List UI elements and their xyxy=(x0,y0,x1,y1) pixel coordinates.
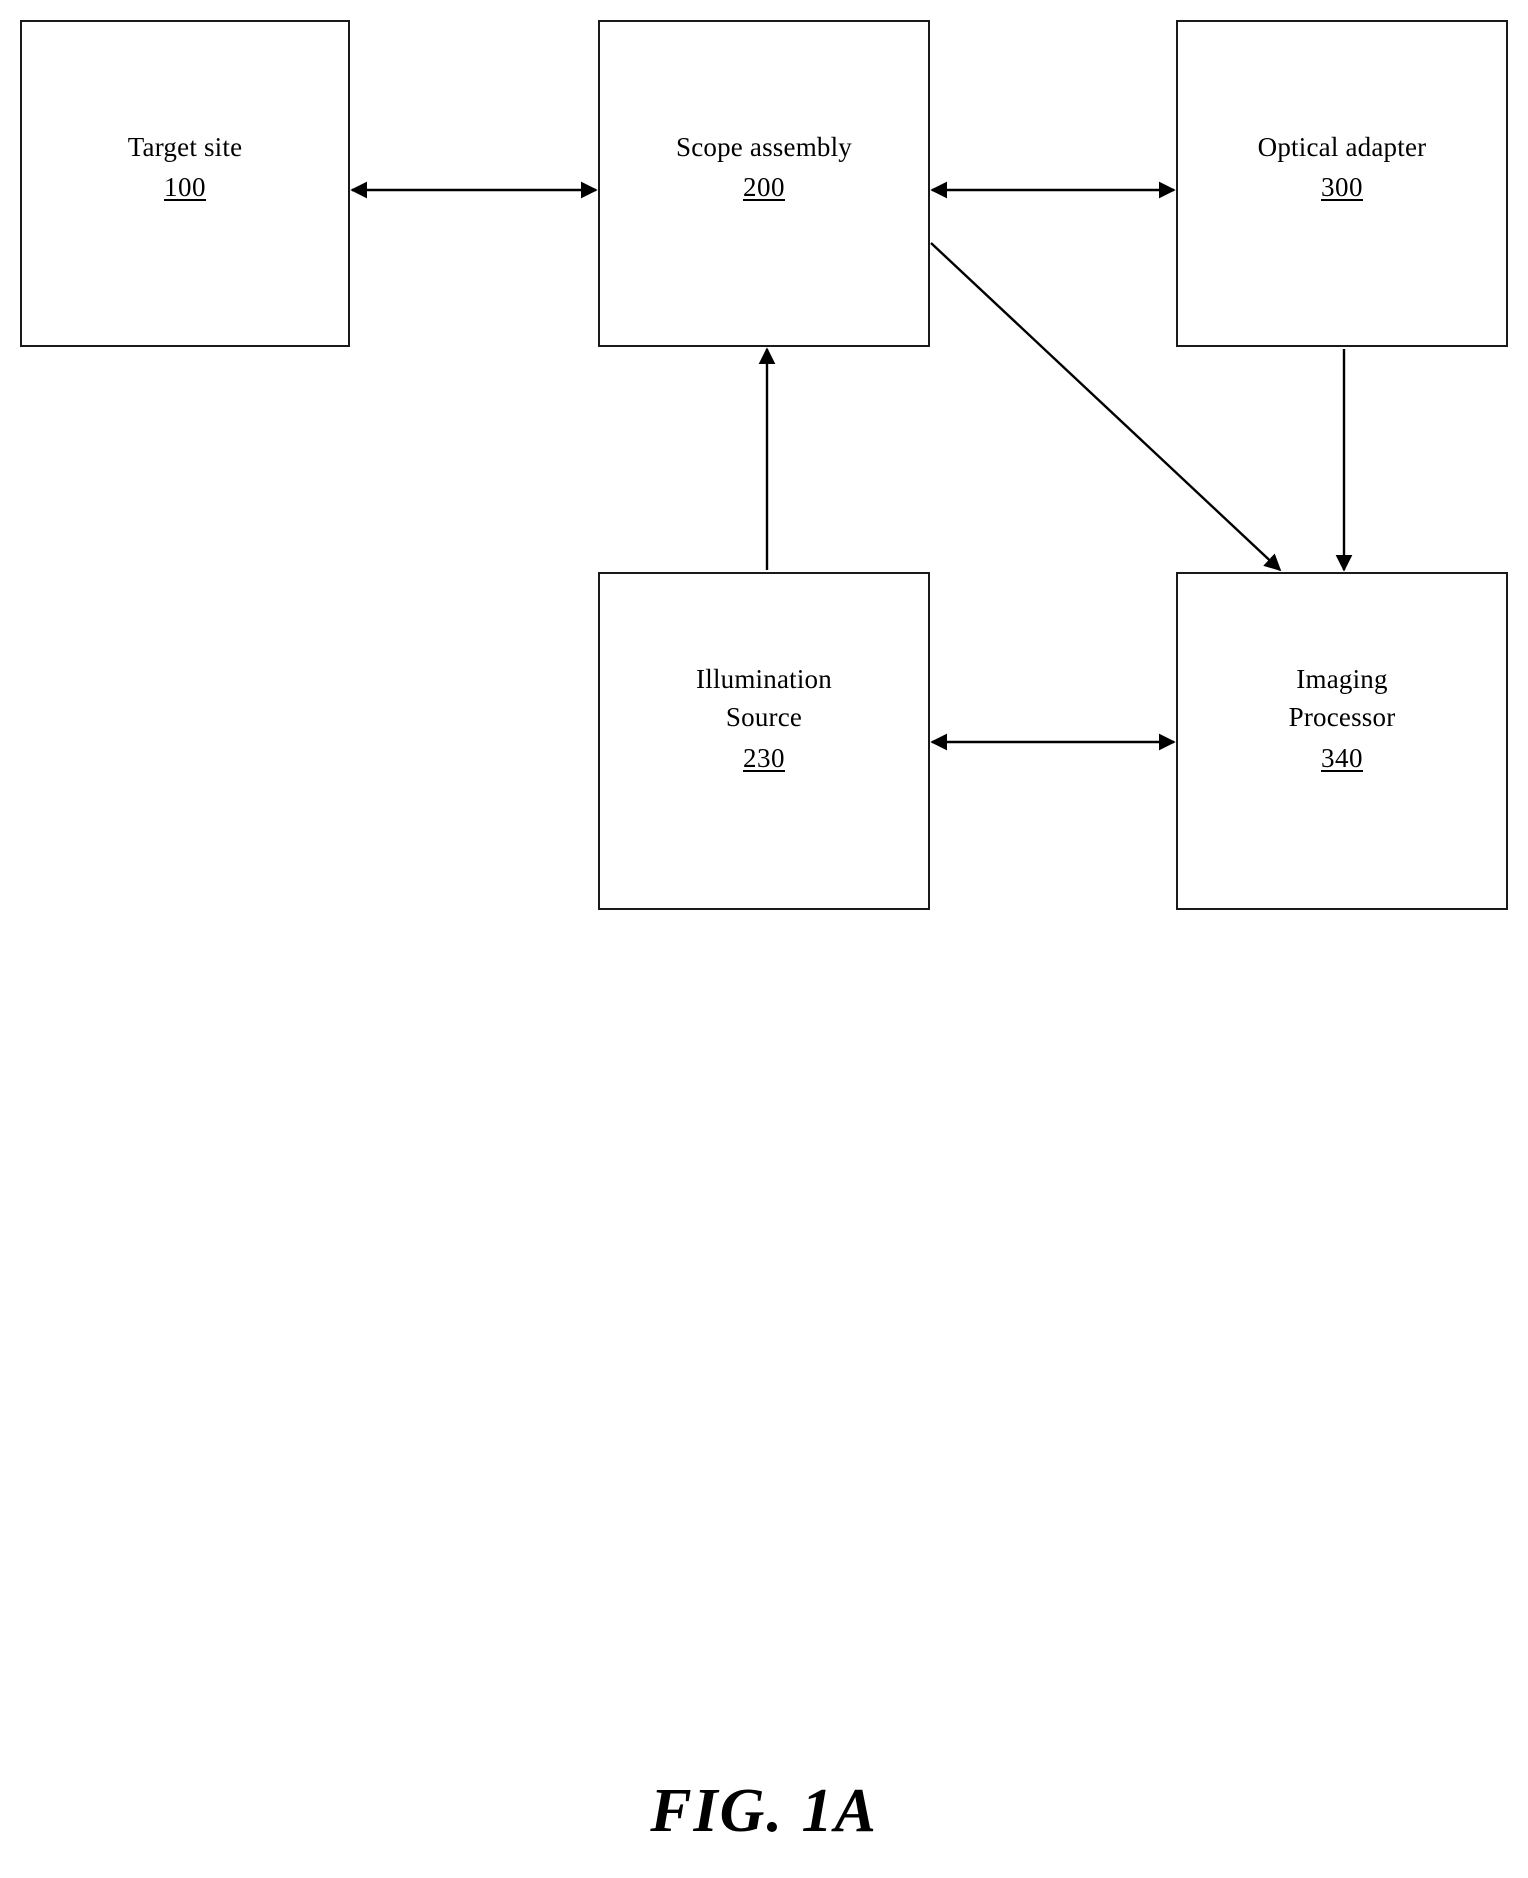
node-scope-assembly-ref: 200 xyxy=(743,172,785,203)
node-illumination-source-label: Illumination Source xyxy=(696,664,832,733)
node-scope-assembly-label: Scope assembly xyxy=(675,132,853,162)
node-illumination-source-ref: 230 xyxy=(743,742,785,773)
node-illumination-source[interactable]: Illumination Source 230 xyxy=(598,572,930,910)
node-target-site-label: Target site xyxy=(127,132,243,162)
node-imaging-processor-label: Imaging Processor xyxy=(1288,664,1396,733)
figure-caption: FIG. 1A xyxy=(650,1777,878,1845)
node-optical-adapter-label: Optical adapter xyxy=(1257,132,1427,162)
node-optical-adapter-ref: 300 xyxy=(1321,172,1363,203)
node-scope-assembly[interactable]: Scope assembly 200 xyxy=(598,20,930,347)
node-imaging-processor-ref: 340 xyxy=(1321,742,1363,773)
node-imaging-processor[interactable]: Imaging Processor 340 xyxy=(1176,572,1508,910)
node-target-site-ref: 100 xyxy=(164,172,206,203)
node-optical-adapter[interactable]: Optical adapter 300 xyxy=(1176,20,1508,347)
node-target-site[interactable]: Target site 100 xyxy=(20,20,350,347)
